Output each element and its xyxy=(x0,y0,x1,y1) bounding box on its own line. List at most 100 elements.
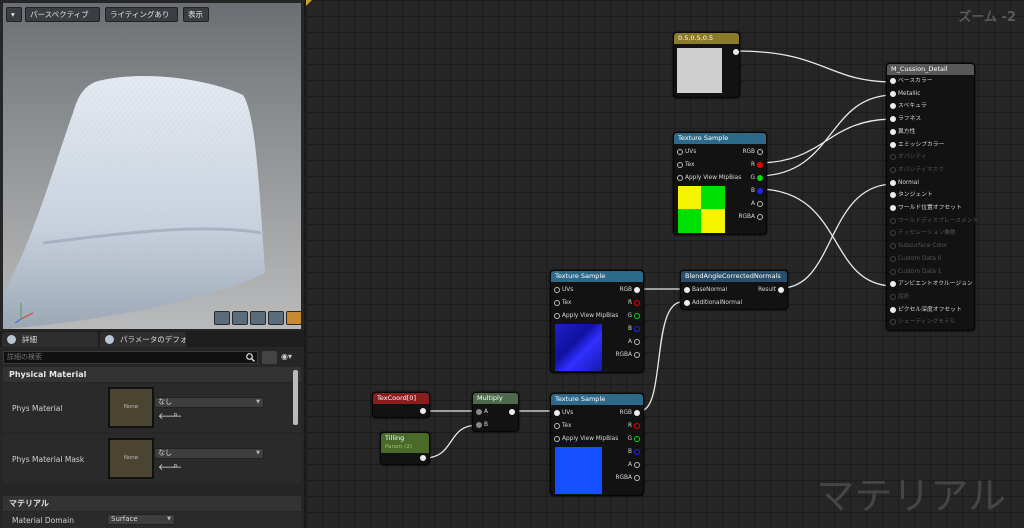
section-physical-material[interactable]: Physical Material xyxy=(3,367,301,382)
node-texture-sample-detail[interactable]: Texture Sample UVs Tex Apply View MipBia… xyxy=(550,393,644,496)
tex2-tex-pin[interactable] xyxy=(554,300,560,306)
preview-cube-icon[interactable] xyxy=(268,311,284,325)
material-pin-3[interactable] xyxy=(890,116,896,123)
node-tilling-param[interactable]: Tilling Param (2) xyxy=(380,432,430,465)
node-multiply[interactable]: Multiply A B xyxy=(472,392,519,432)
node-texcoord[interactable]: TexCoord[0] xyxy=(372,392,430,418)
use-selected-arrow-icon[interactable]: 🡐 xyxy=(158,412,183,422)
material-pin-11[interactable] xyxy=(890,217,896,224)
browse-search-icon[interactable]: ⌕ xyxy=(173,410,179,420)
material-pin-label: シェーディングモデル xyxy=(898,319,956,326)
material-pin-17[interactable] xyxy=(890,293,896,300)
tex2-g-pin[interactable] xyxy=(634,313,640,319)
tilling-output-pin[interactable] xyxy=(420,455,426,461)
multiply-a-label: A xyxy=(484,409,488,415)
tex1-b-pin[interactable] xyxy=(757,188,763,194)
phys-mask-thumbnail[interactable]: None xyxy=(108,438,154,479)
section-material[interactable]: マテリアル xyxy=(3,496,301,511)
perspective-button[interactable]: パースペクティブ xyxy=(25,7,100,22)
material-domain-combo[interactable]: Surface xyxy=(107,514,175,525)
material-pin-0[interactable] xyxy=(890,78,896,84)
material-pin-4[interactable] xyxy=(890,128,896,135)
preview-cylinder-icon[interactable] xyxy=(214,311,230,325)
material-pin-16[interactable] xyxy=(890,281,896,288)
material-pin-2[interactable] xyxy=(890,103,896,110)
tex2-mip-pin[interactable] xyxy=(554,313,560,319)
node-constant3[interactable]: 0.5,0.5,0.5 xyxy=(673,32,740,98)
preview-plane-icon[interactable] xyxy=(250,311,266,325)
preview-viewport[interactable]: ▾ パースペクティブ ライティングあり 表示 xyxy=(3,3,301,329)
lighting-button[interactable]: ライティングあり xyxy=(105,7,178,22)
material-pin-18[interactable] xyxy=(890,306,896,313)
multiply-a-pin[interactable] xyxy=(476,409,482,415)
tex3-mip-pin[interactable] xyxy=(554,436,560,442)
node-texture-sample-normal[interactable]: Texture Sample UVs Tex Apply View MipBia… xyxy=(550,270,644,373)
show-button[interactable]: 表示 xyxy=(183,7,209,22)
tex2-rgba-pin[interactable] xyxy=(634,352,640,358)
blend-additional-label: AdditionalNormal xyxy=(692,300,743,306)
material-pin-7[interactable] xyxy=(890,166,896,173)
browse-search-icon[interactable]: ⌕ xyxy=(173,461,179,471)
material-pin-10[interactable] xyxy=(890,205,896,211)
multiply-b-pin[interactable] xyxy=(476,422,482,428)
view-options-grid-icon[interactable] xyxy=(262,351,277,364)
details-search-input[interactable]: 詳細の検索 xyxy=(3,351,258,364)
material-pin-13[interactable] xyxy=(890,243,896,250)
phys-material-combo[interactable]: なし xyxy=(154,397,264,408)
use-selected-arrow-icon[interactable]: 🡐 xyxy=(158,463,183,473)
material-pin-5[interactable] xyxy=(890,141,896,148)
tex1-rgb-pin[interactable] xyxy=(757,149,763,155)
phys-mask-combo[interactable]: なし xyxy=(154,448,264,459)
tab-details[interactable]: 詳細 xyxy=(2,332,98,347)
phys-material-thumbnail[interactable]: None xyxy=(108,387,154,428)
tex1-r-pin[interactable] xyxy=(757,162,763,168)
material-pin-12[interactable] xyxy=(890,230,896,237)
material-pin-19[interactable] xyxy=(890,319,896,326)
tex2-uvs-pin[interactable] xyxy=(554,287,560,293)
wire-tilling-b xyxy=(423,424,479,459)
multiply-output-pin[interactable] xyxy=(509,409,515,415)
tex1-mip-pin[interactable] xyxy=(677,175,683,181)
tex1-g-pin[interactable] xyxy=(757,175,763,181)
tex3-r-pin[interactable] xyxy=(634,423,640,429)
node-texture-sample-mask[interactable]: Texture Sample UVs Tex Apply View MipBia… xyxy=(673,132,767,235)
eye-icon[interactable]: ◉▾ xyxy=(281,352,292,361)
tex3-b-pin[interactable] xyxy=(634,449,640,455)
tab-parameter-defaults[interactable]: パラメータのデフォル xyxy=(100,332,186,347)
blend-basenormal-pin[interactable] xyxy=(684,287,690,293)
preview-sphere-icon[interactable] xyxy=(232,311,248,325)
const-output-pin[interactable] xyxy=(733,49,739,55)
blend-additional-pin[interactable] xyxy=(684,300,690,306)
tex3-uvs-pin[interactable] xyxy=(554,410,560,416)
tex2-r-pin[interactable] xyxy=(634,300,640,306)
material-pin-9[interactable] xyxy=(890,192,896,199)
tex1-a-pin[interactable] xyxy=(757,201,763,207)
blend-result-pin[interactable] xyxy=(778,287,784,293)
material-pin-14[interactable] xyxy=(890,255,896,262)
material-pin-15[interactable] xyxy=(890,268,896,275)
material-pin-1[interactable] xyxy=(890,90,896,97)
tex1-rgba-pin[interactable] xyxy=(757,214,763,220)
texcoord-output-pin[interactable] xyxy=(420,408,426,414)
tex2-a-pin[interactable] xyxy=(634,339,640,345)
phys-mask-thumb-text: None xyxy=(123,455,139,461)
tex3-g-pin[interactable] xyxy=(634,436,640,442)
preview-mesh-icon[interactable] xyxy=(286,311,301,325)
tex2-b-pin[interactable] xyxy=(634,326,640,332)
tex3-tex-pin[interactable] xyxy=(554,423,560,429)
tex3-a-pin[interactable] xyxy=(634,462,640,468)
tex3-rgb-pin[interactable] xyxy=(634,410,640,416)
tex1-r-label: R xyxy=(750,162,755,168)
tex2-rgb-pin[interactable] xyxy=(634,287,640,293)
details-scrollbar[interactable] xyxy=(293,370,298,425)
node-blend-angle-corrected-normals[interactable]: BlendAngleCorrectedNormals BaseNormal Ad… xyxy=(680,270,788,310)
material-graph[interactable]: 0.5,0.5,0.5 Texture Sample UVs Tex Apply… xyxy=(306,0,1024,528)
material-pin-6[interactable] xyxy=(890,154,896,161)
material-pin-8[interactable] xyxy=(890,179,896,186)
tex1-tex-pin[interactable] xyxy=(677,162,683,168)
tex3-rgba-pin[interactable] xyxy=(634,475,640,481)
tex1-g-label: G xyxy=(750,175,756,181)
tex1-uvs-pin[interactable] xyxy=(677,149,683,155)
viewport-menu-button[interactable]: ▾ xyxy=(6,7,22,22)
